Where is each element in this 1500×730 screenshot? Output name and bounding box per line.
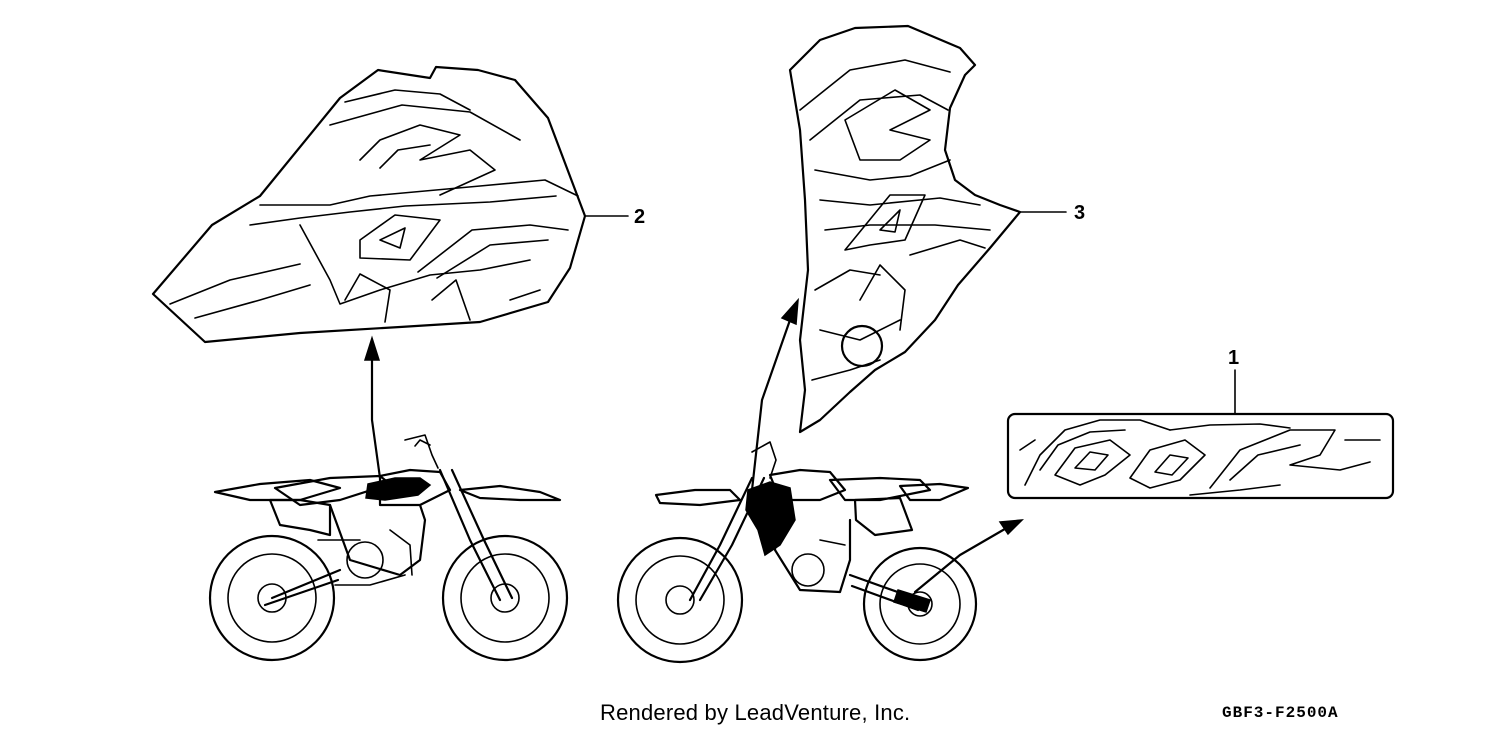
callout-1: 1 [1228, 347, 1239, 415]
callout-label-3[interactable]: 3 [1074, 202, 1085, 224]
motorcycle-left-view-icon [208, 434, 569, 662]
callout-3: 3 [1019, 202, 1085, 224]
decal-swingarm-80r-icon[interactable] [1006, 412, 1395, 500]
decal-tank-left-icon[interactable] [151, 65, 587, 344]
pointer-arrow-left-icon [363, 335, 382, 480]
pointer-arrow-decal-icon [913, 519, 1024, 594]
callout-label-2[interactable]: 2 [634, 206, 645, 228]
pointer-arrow-shroud-icon [750, 297, 799, 492]
motorcycle-right-view-icon [616, 441, 978, 664]
callout-2: 2 [584, 206, 645, 228]
decal-shroud-right-icon[interactable] [788, 24, 1022, 434]
diagram-code: GBF3-F2500A [1222, 704, 1339, 722]
rendered-by-credit: Rendered by LeadVenture, Inc. [600, 700, 911, 725]
callout-label-1[interactable]: 1 [1228, 347, 1239, 369]
